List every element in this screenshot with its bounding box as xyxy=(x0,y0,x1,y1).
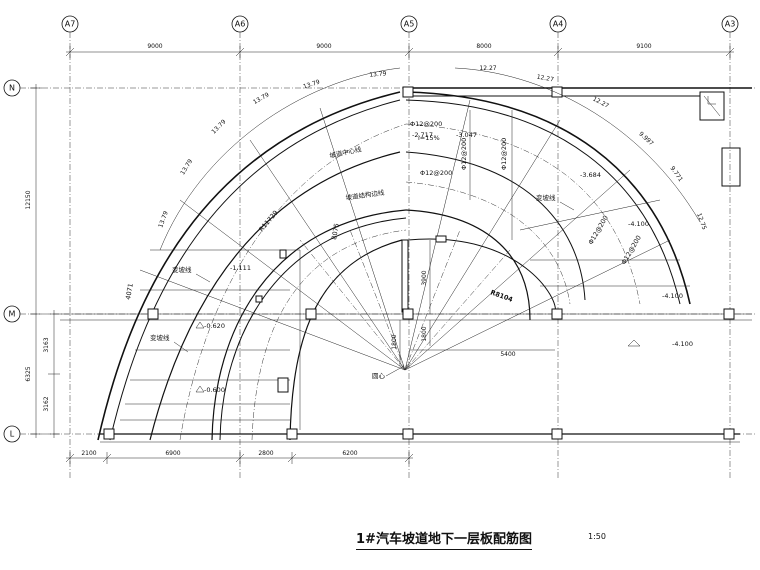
dim-bottom-4: 6200 xyxy=(342,450,357,457)
svg-text:12.27: 12.27 xyxy=(479,65,496,72)
svg-text:5400: 5400 xyxy=(500,351,515,358)
column-a4-n xyxy=(551,86,563,98)
svg-text:A3: A3 xyxy=(725,20,736,29)
elev-1: -2.717 xyxy=(412,131,433,139)
svg-text:12.27: 12.27 xyxy=(536,74,554,84)
grid-bubbles-top: A7 A6 A5 A4 A3 xyxy=(61,15,739,33)
dim-bottom-3: 2800 xyxy=(258,450,273,457)
svg-text:13.79: 13.79 xyxy=(210,118,227,135)
dim-bottom-2: 6900 xyxy=(165,450,180,457)
label-ramp-edge: 坡道结构边线 xyxy=(345,188,385,202)
elev-8: -0.620 xyxy=(204,322,225,330)
left-dimensions: 12150 3163 6325 3162 xyxy=(25,84,60,438)
column-a7-m xyxy=(147,308,159,320)
title-block: 1#汽车坡道地下一层板配筋图 1:50 xyxy=(356,528,616,552)
svg-text:A4: A4 xyxy=(553,20,564,29)
elev-2: -3.047 xyxy=(456,131,477,139)
dim-top-4: 9100 xyxy=(636,43,651,50)
label-change-slope-2: 变坡线 xyxy=(150,333,170,342)
top-dimensions: 9000 9000 8000 9100 xyxy=(65,43,735,58)
label-slope: i=15% xyxy=(418,134,440,142)
ramp-curves xyxy=(97,91,691,441)
label-rebar-6: Φ12@200 xyxy=(620,234,643,266)
grid-bubbles-left: N M L xyxy=(3,79,21,443)
label-rebar-4: Φ12@200 xyxy=(500,138,508,170)
column-a3-m xyxy=(723,308,735,320)
label-rebar-1: Φ12@200 xyxy=(410,120,442,128)
dim-bottom-1: 2100 xyxy=(81,450,96,457)
label-change-slope-3: 变坡线 xyxy=(536,193,556,202)
column-a5-n xyxy=(402,86,414,98)
svg-text:A5: A5 xyxy=(404,20,415,29)
svg-text:13.79: 13.79 xyxy=(179,158,194,176)
label-center-line: 坡道中心线 xyxy=(329,144,363,160)
elev-5: -4.100 xyxy=(662,292,683,300)
column-a3-l xyxy=(723,428,735,440)
svg-text:13.79: 13.79 xyxy=(369,70,387,78)
svg-text:9.771: 9.771 xyxy=(668,165,684,183)
column-a4-l xyxy=(551,428,563,440)
dim-top-3: 8000 xyxy=(476,43,491,50)
svg-text:13.79: 13.79 xyxy=(157,210,170,229)
grid-bubble-a6: A6 xyxy=(231,15,249,33)
column-a5-l xyxy=(402,428,414,440)
column-a5-m xyxy=(402,308,414,320)
grid-bubble-a3: A3 xyxy=(721,15,739,33)
grid-axes xyxy=(20,32,755,480)
svg-text:12.75: 12.75 xyxy=(695,212,708,231)
svg-text:A7: A7 xyxy=(65,20,76,29)
label-rebar-3: Φ12@200 xyxy=(460,138,468,170)
svg-text:N: N xyxy=(9,84,15,93)
column-a6-m xyxy=(305,308,317,320)
label-center: 圆心 xyxy=(372,372,386,380)
elev-4: -4.100 xyxy=(628,220,649,228)
label-dim-8075: 8075 xyxy=(330,223,341,241)
dim-left-3: 6325 xyxy=(25,366,32,381)
drawing-title: 1#汽车坡道地下一层板配筋图 xyxy=(356,528,532,550)
svg-text:9.997: 9.997 xyxy=(637,131,655,148)
svg-text:13.79: 13.79 xyxy=(252,91,271,106)
dim-top-1: 9000 xyxy=(147,43,162,50)
label-change-slope-1: 变坡线 xyxy=(172,265,192,274)
grid-bubble-a7: A7 xyxy=(61,15,79,33)
label-rebar-2: Φ12@200 xyxy=(420,169,452,177)
columns xyxy=(103,86,735,440)
grid-bubble-n: N xyxy=(3,79,21,97)
elev-9: -0.600 xyxy=(204,386,225,394)
grid-bubble-a4: A4 xyxy=(549,15,567,33)
label-radius-2: R11729 xyxy=(257,209,279,233)
svg-text:13.79: 13.79 xyxy=(302,79,321,91)
elev-3: -3.684 xyxy=(580,171,601,179)
column-a4-m xyxy=(551,308,563,320)
svg-text:A6: A6 xyxy=(235,20,246,29)
svg-text:M: M xyxy=(9,310,16,319)
grid-bubble-l: L xyxy=(3,425,21,443)
elev-7: -1.111 xyxy=(230,264,251,272)
elevations: -2.717 -3.047 -3.684 -4.100 -4.100 -4.10… xyxy=(195,131,693,394)
bottom-dimensions: 2100 6900 2800 6200 xyxy=(65,450,414,464)
svg-text:3900: 3900 xyxy=(421,270,428,285)
label-radius: R8104 xyxy=(489,288,514,304)
grid-bubble-a5: A5 xyxy=(400,15,418,33)
drawing-scale: 1:50 xyxy=(588,532,606,541)
label-rebar-5: Φ12@200 xyxy=(587,214,610,246)
svg-text:1800: 1800 xyxy=(391,334,398,349)
svg-text:L: L xyxy=(10,430,15,439)
dim-left-4: 3162 xyxy=(43,396,50,411)
elev-6: -4.100 xyxy=(672,340,693,348)
svg-text:12.27: 12.27 xyxy=(591,96,610,110)
dim-left-2: 3163 xyxy=(43,337,50,352)
grid-bubble-m: M xyxy=(3,305,21,323)
leaders xyxy=(173,201,575,377)
radial-lines xyxy=(120,99,690,430)
column-a6-l xyxy=(286,428,298,440)
dim-top-2: 9000 xyxy=(316,43,331,50)
label-dim-4071: 4071 xyxy=(124,283,135,301)
column-a7-l xyxy=(103,428,115,440)
inner-dimensions: 3900 1800 5400 1800 xyxy=(391,240,555,366)
svg-text:1800: 1800 xyxy=(421,326,428,341)
dim-left-1: 12150 xyxy=(25,190,32,209)
